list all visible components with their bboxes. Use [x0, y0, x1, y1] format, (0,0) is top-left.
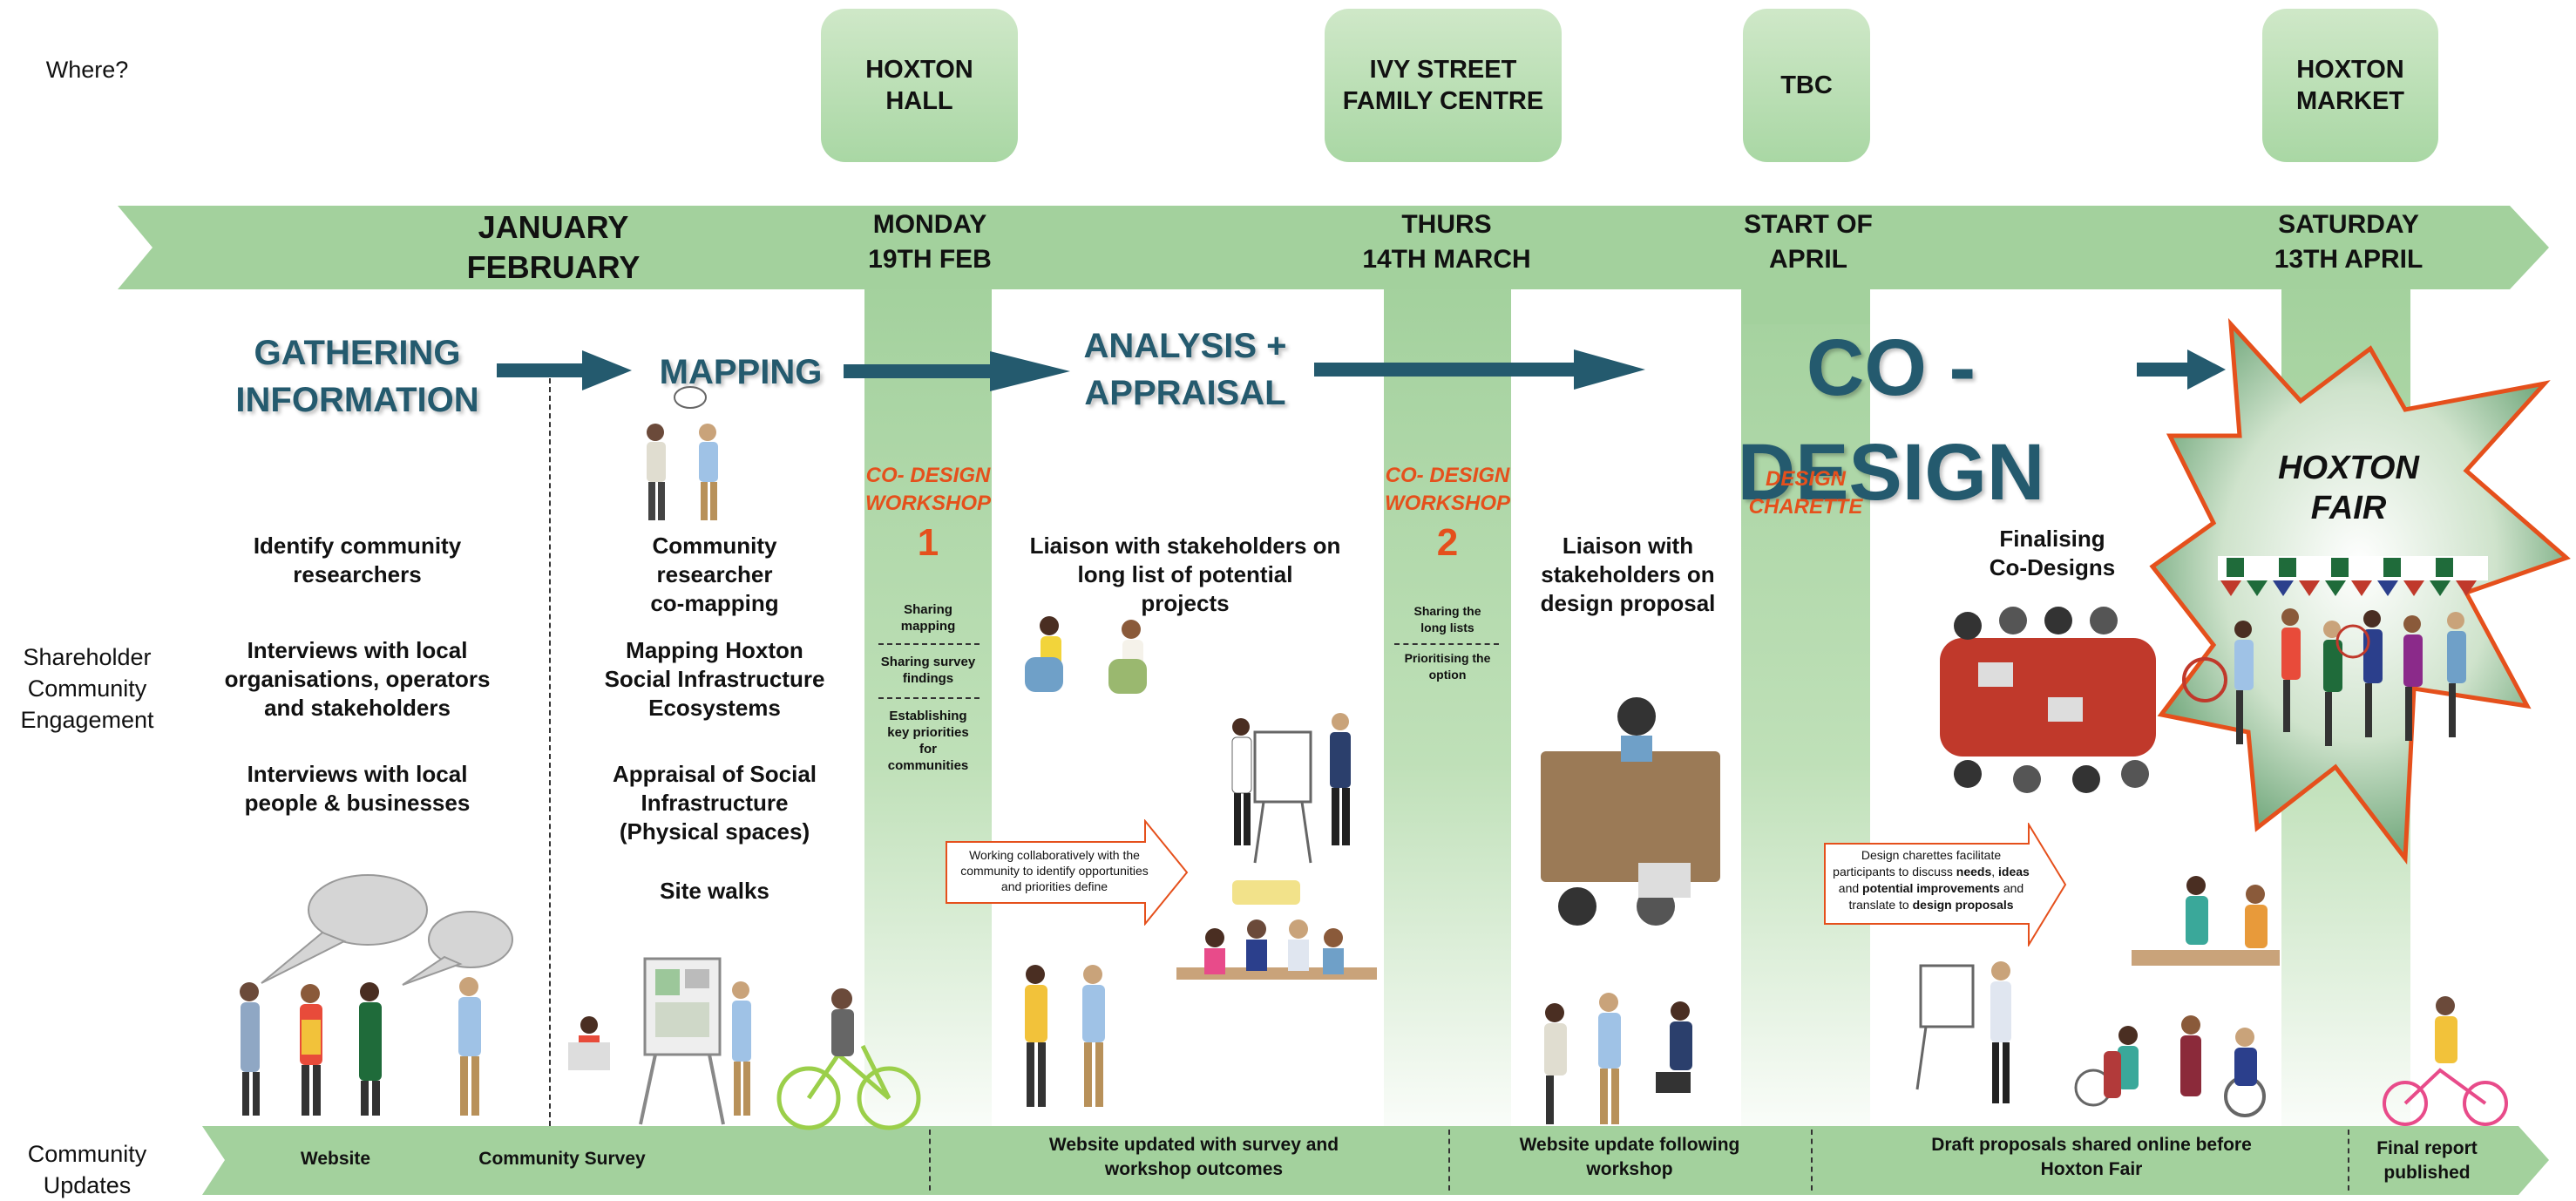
mapping-item-2: Mapping Hoxton Social Infrastructure Eco… — [604, 637, 825, 721]
callout-improvements: potential improvements — [1862, 881, 2000, 895]
callout-needs: needs — [1956, 865, 1992, 879]
workshop-2-divider-1 — [1394, 643, 1499, 645]
update-divider-2 — [1448, 1130, 1450, 1191]
workshop-1-item-3: Establishing key priorities for communit… — [887, 709, 969, 773]
charette-title: DESIGN CHARETTE — [1748, 467, 1863, 519]
proposal-text: Liaison with stakeholders on design prop… — [1540, 533, 1716, 616]
workshop-2-item-2: Prioritising the option — [1404, 651, 1491, 682]
charette-callout-line-3: and potential improvements and — [1827, 880, 2036, 897]
location-hoxton-hall: HOXTON HALL — [821, 9, 1018, 162]
location-tbc: TBC — [1743, 9, 1870, 162]
gathering-item-2: Interviews with local organisations, ope… — [224, 637, 491, 721]
charette-callout: Design charettes facilitate participants… — [1827, 847, 2036, 913]
workshop-1-divider-2 — [878, 697, 980, 699]
band-workshop-1 — [864, 279, 992, 1159]
callout-arrow-2 — [1824, 823, 2067, 947]
workshop-1-title: CO- DESIGN WORKSHOP — [865, 464, 991, 515]
location-ivy-street: IVY STREET FAMILY CENTRE — [1325, 9, 1562, 162]
charette-callout-line-2: participants to discuss needs, ideas — [1827, 864, 2036, 880]
charette-callout-line-1: Design charettes facilitate — [1861, 848, 2002, 862]
update-divider-3 — [1811, 1130, 1813, 1191]
update-divider-1 — [929, 1130, 931, 1191]
update-website-survey: Website updated with survey and workshop… — [1048, 1135, 1339, 1179]
callout-frag-3a: and — [1838, 881, 1863, 895]
update-final-report: Final report published — [2376, 1138, 2478, 1183]
update-website: Website — [300, 1149, 371, 1169]
callout-frag-3c: and — [1999, 881, 2024, 895]
mapping-item-1: Community researcher co-mapping — [650, 533, 779, 616]
update-draft-proposals: Draft proposals shared online before Hox… — [1931, 1135, 2252, 1179]
callout-ideas: ideas — [1998, 865, 2030, 879]
location-hoxton-market: HOXTON MARKET — [2262, 9, 2438, 162]
callout-frag-2c: , — [1991, 865, 1999, 879]
callout-frag-4a: translate to — [1848, 898, 1913, 912]
divider-gathering-mapping — [549, 378, 551, 1126]
charette-callout-line-4: translate to design proposals — [1827, 897, 2036, 913]
analysis-text: Liaison with stakeholders on long list o… — [1029, 533, 1341, 616]
analysis-callout: Working collaboratively with the communi… — [960, 848, 1149, 893]
workshop-1-item-2: Sharing survey findings — [880, 655, 976, 686]
callout-frag-2a: participants to discuss — [1833, 865, 1956, 879]
bunting-icon — [2218, 556, 2488, 596]
gathering-item-1: Identify community researchers — [253, 533, 462, 587]
row-label-engagement: Shareholder Community Engagement — [20, 644, 154, 733]
phase-analysis: ANALYSIS + APPRAISAL — [1083, 327, 1287, 412]
gathering-item-3: Interviews with local people & businesse… — [244, 761, 471, 816]
date-13-april: SATURDAY 13TH APRIL — [2274, 210, 2423, 274]
date-jan-feb: JANUARY FEBRUARY — [466, 209, 641, 285]
workshop-2-number: 2 — [1436, 521, 1459, 564]
workshop-2-item-1: Sharing the long lists — [1413, 604, 1481, 634]
workshop-1-divider-1 — [878, 643, 980, 645]
band-charette — [1741, 279, 1870, 1159]
workshop-1-item-1: Sharing mapping — [900, 602, 956, 634]
row-label-updates: Community Updates — [27, 1141, 147, 1198]
phase-gathering: GATHERING INFORMATION — [235, 334, 479, 419]
mapping-item-3: Appraisal of Social Infrastructure (Phys… — [612, 761, 817, 845]
workshop-2-title: CO- DESIGN WORKSHOP — [1385, 464, 1510, 515]
update-community-survey: Community Survey — [478, 1149, 646, 1169]
phase-mapping: MAPPING — [659, 353, 823, 391]
date-14-march: THURS 14TH MARCH — [1362, 210, 1531, 274]
row-label-where: Where? — [45, 57, 129, 83]
callout-proposals: design proposals — [1912, 898, 2014, 912]
band-workshop-2 — [1384, 279, 1511, 1159]
finalising-text: Finalising Co-Designs — [1989, 526, 2116, 580]
date-19-feb: MONDAY 19TH FEB — [868, 210, 992, 274]
callout-arrow-1 — [946, 819, 1189, 926]
phase-codesign: CO - DESIGN — [1737, 323, 2045, 517]
phase-hoxton-fair: HOXTON FAIR — [2278, 450, 2419, 526]
workshop-1-number: 1 — [917, 521, 939, 564]
update-website-workshop: Website update following workshop — [1519, 1135, 1740, 1179]
update-divider-4 — [2348, 1130, 2349, 1191]
date-start-april: START OF APRIL — [1744, 210, 1873, 274]
mapping-item-4: Site walks — [660, 878, 769, 904]
